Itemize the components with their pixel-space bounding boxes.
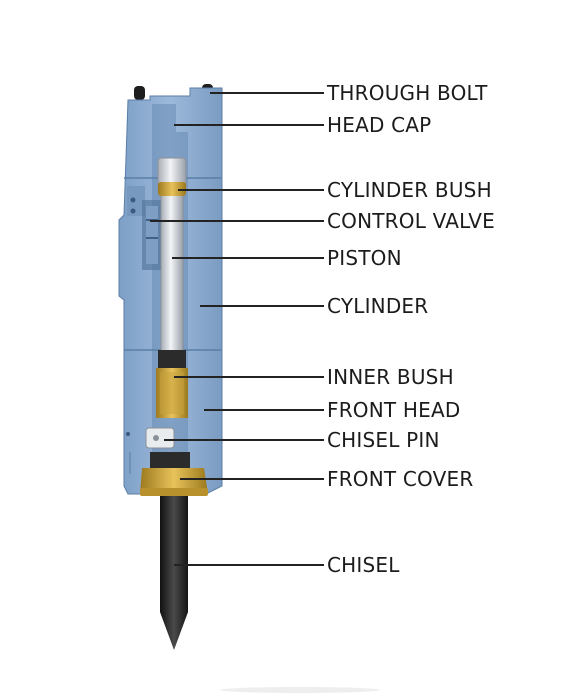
label-cylinder-bush: CYLINDER BUSH (327, 178, 492, 202)
chisel-pin (145, 427, 175, 449)
cylinder-bush (158, 182, 186, 196)
leader-front-cover (180, 478, 324, 480)
inner-bush (156, 368, 188, 418)
label-chisel-pin: CHISEL PIN (327, 428, 440, 452)
leader-inner-bush (174, 376, 324, 378)
label-piston: PISTON (327, 246, 402, 270)
leader-front-head (204, 409, 324, 411)
label-through-bolt: THROUGH BOLT (327, 81, 488, 105)
label-control-valve: CONTROL VALVE (327, 209, 495, 233)
leader-chisel-pin (164, 439, 324, 441)
leader-chisel (174, 564, 324, 566)
leader-control-valve (150, 220, 324, 222)
label-chisel: CHISEL (327, 553, 400, 577)
label-front-head: FRONT HEAD (327, 398, 461, 422)
label-inner-bush: INNER BUSH (327, 365, 454, 389)
label-head-cap: HEAD CAP (327, 113, 432, 137)
control-valve-assembly (142, 200, 162, 270)
label-front-cover: FRONT COVER (327, 467, 474, 491)
leader-piston (172, 257, 324, 259)
chisel (160, 496, 188, 650)
label-cylinder: CYLINDER (327, 294, 429, 318)
front-cover (140, 452, 208, 496)
leader-through-bolt (210, 92, 324, 94)
leader-cylinder (200, 305, 324, 307)
leader-head-cap (174, 124, 324, 126)
leader-cylinder-bush (178, 189, 324, 191)
